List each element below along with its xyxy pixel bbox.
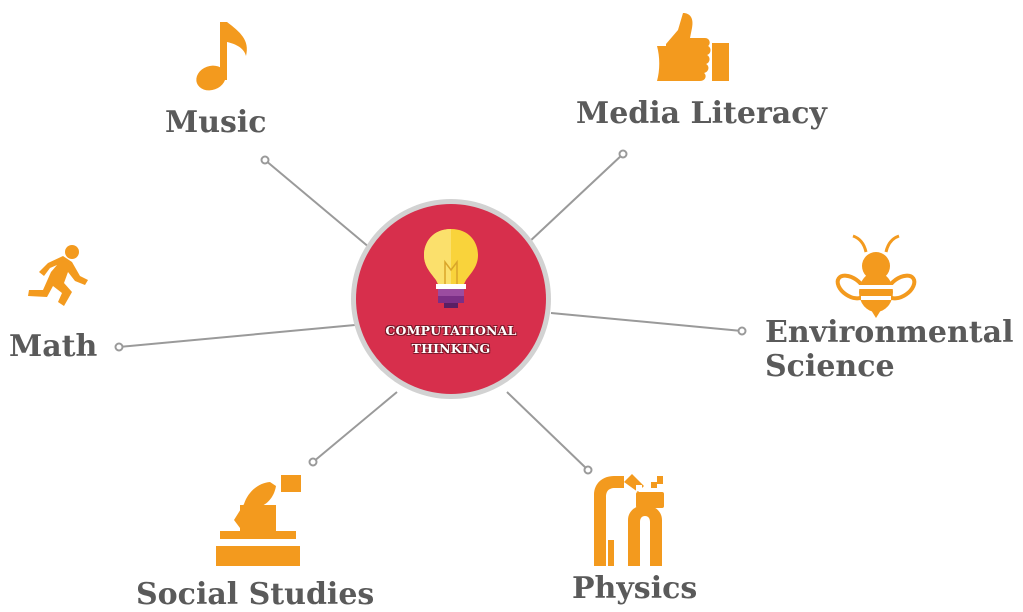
connector-environmental-science (550, 312, 743, 332)
label-music: Music (165, 105, 267, 140)
connector-dot-physics (583, 465, 593, 475)
roller-coaster-icon (594, 474, 664, 566)
bee-icon (835, 234, 917, 318)
connector-dot-music (260, 155, 270, 165)
label-environmental-science-line-2: Science (765, 349, 895, 384)
running-person-icon (28, 245, 88, 306)
center-title-line-1: COMPUTATIONAL (385, 323, 517, 338)
center-title: COMPUTATIONAL THINKING (353, 322, 549, 358)
label-environmental-science: Environmental Science (765, 316, 1013, 384)
connector-math (118, 324, 356, 348)
connector-social-studies (312, 391, 398, 463)
music-note-icon (196, 22, 247, 91)
connector-media-literacy (527, 153, 624, 244)
connector-music (264, 159, 371, 249)
thumbs-up-icon (657, 13, 729, 81)
lightbulb-icon (424, 229, 478, 308)
ballot-box-icon (212, 475, 304, 566)
center-hub (351, 199, 551, 399)
connector-dot-environmental-science (737, 326, 747, 336)
connector-dot-media-literacy (618, 149, 628, 159)
connector-dot-math (114, 342, 124, 352)
label-media-literacy: Media Literacy (576, 96, 827, 131)
label-physics: Physics (572, 571, 698, 606)
label-social-studies: Social Studies (136, 577, 375, 612)
label-environmental-science-line-1: Environmental (765, 315, 1014, 350)
center-title-line-2: THINKING (411, 341, 491, 356)
connector-physics (506, 391, 589, 471)
connector-dot-social-studies (308, 457, 318, 467)
label-math: Math (9, 329, 98, 364)
